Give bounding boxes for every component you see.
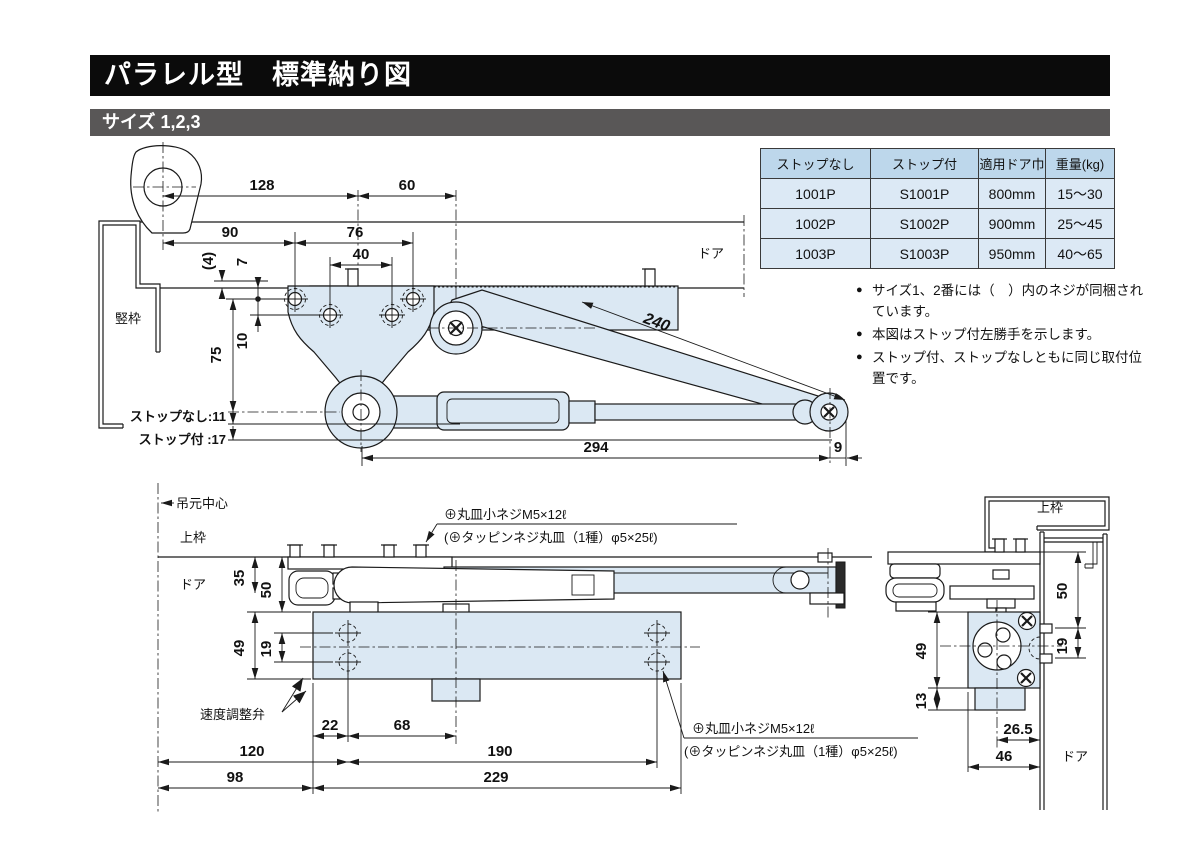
main-arm-bracket bbox=[130, 142, 203, 250]
dim-76: 76 bbox=[347, 224, 364, 241]
screw-note-line1: ⊕丸皿小ネジM5×12ℓ bbox=[692, 721, 815, 736]
list-item: ストップ付、ストップなしともに同じ取付位置です。 bbox=[856, 347, 1150, 389]
screw-note-line2: (⊕タッピンネジ丸皿（1種）φ5×25ℓ) bbox=[444, 530, 658, 545]
cell-weight: 25〜45 bbox=[1045, 208, 1115, 239]
screw-note-top: ⊕丸皿小ネジM5×12ℓ (⊕タッピンネジ丸皿（1種）φ5×25ℓ) bbox=[425, 507, 737, 545]
side-view: 上枠 ドア bbox=[885, 496, 1110, 810]
dim-22: 22 bbox=[322, 717, 339, 734]
dim-50: 50 bbox=[1054, 583, 1071, 600]
dim-294: 294 bbox=[583, 439, 609, 456]
door-section bbox=[1039, 531, 1108, 810]
list-item: サイズ1、2番には（ ）内のネジが同梱されています。 bbox=[856, 280, 1150, 322]
dim-50: 50 bbox=[258, 582, 275, 599]
size-label: サイズ 1,2,3 bbox=[102, 112, 201, 132]
door-label: ドア bbox=[180, 577, 206, 592]
dim-19: 19 bbox=[258, 641, 275, 658]
cell-weight: 40〜65 bbox=[1045, 238, 1115, 269]
cell-model: 1002P bbox=[760, 208, 871, 239]
dim-19: 19 bbox=[1054, 638, 1071, 655]
door-label: ドア bbox=[1062, 749, 1088, 764]
table-row: 1003P S1003P 950mm 40〜65 bbox=[760, 238, 1115, 269]
plan-view: 吊元中心 上枠 ドア bbox=[157, 483, 918, 812]
cell-model-stop: S1001P bbox=[870, 178, 979, 209]
top-frame-label: 上枠 bbox=[1037, 500, 1063, 515]
col-header-door-width: 適用ドア巾 bbox=[978, 148, 1046, 179]
closer-body-plan bbox=[300, 560, 700, 744]
dim-4: (4) bbox=[200, 252, 217, 270]
page-title: パラレル型 標準納り図 bbox=[104, 60, 412, 90]
col-header-stop-none: ストップなし bbox=[760, 148, 871, 179]
dim-49: 49 bbox=[231, 640, 248, 657]
front-view-dimensions: 128 60 90 76 40 (4) 7 10 75 bbox=[130, 177, 862, 466]
door-label: ドア bbox=[698, 246, 724, 261]
notes-list: サイズ1、2番には（ ）内のネジが同梱されています。 本図はストップ付左勝手を示… bbox=[856, 280, 1150, 391]
mounting-holes bbox=[282, 286, 426, 328]
dim-7: 7 bbox=[234, 258, 251, 266]
table-row: 1002P S1002P 900mm 25〜45 bbox=[760, 208, 1115, 239]
cell-model-stop: S1002P bbox=[870, 208, 979, 239]
valve-tab-side bbox=[974, 687, 1026, 711]
stop-with-label: ストップ付 :17 bbox=[139, 432, 226, 447]
dim-98: 98 bbox=[227, 769, 244, 786]
dim-49: 49 bbox=[913, 643, 930, 660]
jamb-label: 竪枠 bbox=[115, 311, 141, 326]
cell-weight: 15〜30 bbox=[1045, 178, 1115, 209]
dim-75: 75 bbox=[208, 347, 225, 364]
list-item: 本図はストップ付左勝手を示します。 bbox=[856, 324, 1150, 345]
spec-table-header-row: ストップなし ストップ付 適用ドア巾 重量(kg) bbox=[760, 148, 1115, 179]
front-view: 竪枠 ドア bbox=[98, 142, 862, 466]
top-frame-label: 上枠 bbox=[180, 530, 206, 545]
title-bar: パラレル型 標準納り図 bbox=[90, 55, 1110, 96]
closer-body-front bbox=[228, 268, 849, 452]
dim-26-5: 26.5 bbox=[1003, 721, 1032, 738]
col-header-weight: 重量(kg) bbox=[1045, 148, 1115, 179]
dim-46: 46 bbox=[996, 748, 1013, 765]
cell-door-width: 950mm bbox=[978, 238, 1046, 269]
jamb-section bbox=[98, 220, 161, 429]
side-view-dimensions: 50 19 49 13 26.5 46 bbox=[913, 551, 1086, 772]
stop-none-label: ストップなし:11 bbox=[130, 409, 226, 424]
cell-model-stop: S1003P bbox=[870, 238, 979, 269]
dim-35: 35 bbox=[231, 570, 248, 587]
dim-90: 90 bbox=[222, 224, 239, 241]
cell-model: 1003P bbox=[760, 238, 871, 269]
hinge-center-label: 吊元中心 bbox=[176, 496, 228, 511]
dim-10: 10 bbox=[234, 333, 251, 350]
screw-note-line2: (⊕タッピンネジ丸皿（1種）φ5×25ℓ) bbox=[684, 744, 898, 759]
plan-view-dimensions: 35 50 49 19 22 68 120 190 98 bbox=[158, 557, 682, 794]
dim-13: 13 bbox=[913, 693, 930, 710]
valve-label: 速度調整弁 bbox=[200, 707, 265, 722]
spec-table: ストップなし ストップ付 適用ドア巾 重量(kg) 1001P S1001P 8… bbox=[760, 148, 1115, 269]
dim-40: 40 bbox=[353, 246, 370, 263]
col-header-stop-with: ストップ付 bbox=[870, 148, 979, 179]
dim-60: 60 bbox=[399, 177, 416, 194]
size-bar: サイズ 1,2,3 bbox=[90, 109, 1110, 136]
dim-229: 229 bbox=[483, 769, 508, 786]
screw-note-bottom: ⊕丸皿小ネジM5×12ℓ (⊕タッピンネジ丸皿（1種）φ5×25ℓ) bbox=[662, 670, 918, 759]
closer-body-side bbox=[940, 600, 1062, 748]
arm-assembly-plan bbox=[287, 544, 846, 620]
cell-door-width: 800mm bbox=[978, 178, 1046, 209]
dim-128: 128 bbox=[249, 177, 274, 194]
dim-9: 9 bbox=[834, 439, 842, 456]
dim-68: 68 bbox=[394, 717, 411, 734]
dim-190: 190 bbox=[487, 743, 512, 760]
arm-assembly-side bbox=[885, 538, 1041, 615]
screw-note-line1: ⊕丸皿小ネジM5×12ℓ bbox=[444, 507, 567, 522]
dim-120: 120 bbox=[239, 743, 264, 760]
